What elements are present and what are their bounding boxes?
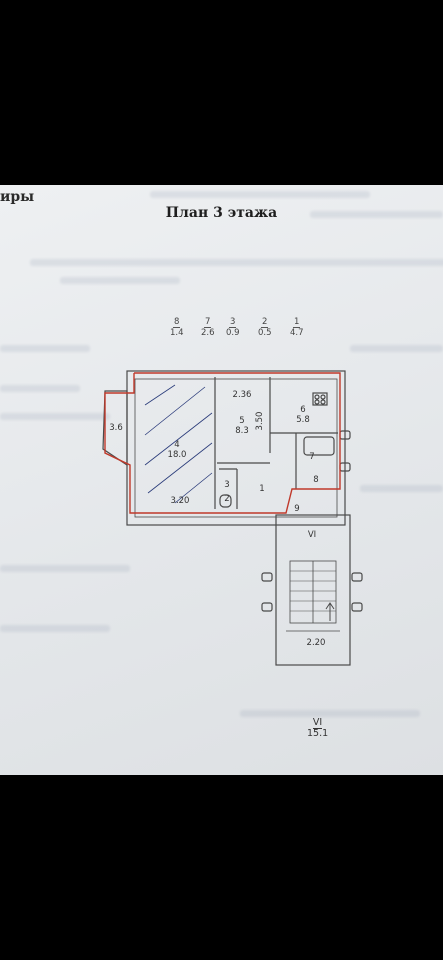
floor-code: VI 15.1: [307, 718, 328, 739]
room-9-number: 9: [294, 504, 299, 514]
legend-room-area: 0.5: [258, 328, 272, 338]
balcony-walls: [102, 390, 128, 467]
room-5-area: 8.3: [235, 426, 249, 436]
room-5-top-dimension: 2.36: [233, 390, 252, 400]
room-2-number: 2: [224, 494, 229, 504]
stairwell-dimension: 2.20: [307, 638, 326, 648]
apartment-boundary: [104, 372, 341, 514]
page-title: План 3 этажа: [165, 205, 278, 221]
legend-room-area: 0.9: [226, 328, 240, 338]
bathtub: [303, 436, 335, 456]
room-1-number: 1: [259, 484, 264, 494]
floor-code-top: VI: [312, 717, 323, 729]
room-3-number: 3: [224, 480, 229, 490]
room-7-number: 7: [309, 452, 314, 462]
legend-room-area: 1.4: [170, 328, 184, 338]
room-8-number: 8: [313, 475, 318, 485]
stairwell-number: VI: [308, 530, 316, 540]
stove-icon: [312, 392, 328, 406]
legend-room-area: 4.7: [290, 328, 304, 338]
floor-plan-drawing: 3.6 4 18.0 3.20 2.36 5 8.3 3.50 6 5.8 7 …: [102, 370, 363, 666]
room-4-area: 18.0: [168, 450, 187, 460]
balcony-area: 3.6: [109, 423, 123, 433]
legend-room-number: 1: [293, 317, 301, 328]
room-6-number: 6: [300, 405, 305, 415]
floor-code-bottom: 15.1: [307, 728, 329, 739]
room-6-area: 5.8: [296, 415, 310, 425]
legend-room-number: 2: [261, 317, 269, 328]
room-5-side-dimension: 3.50: [255, 412, 265, 431]
stairwell: [275, 514, 351, 666]
room-4-number: 4: [174, 440, 179, 450]
legend-room-number: 3: [229, 317, 237, 328]
legend-room-area: 2.6: [201, 328, 215, 338]
room-4-dimension: 3.20: [171, 496, 190, 506]
legend-room-number: 7: [204, 317, 212, 328]
room-5-number: 5: [239, 416, 244, 426]
corner-caption: иры: [0, 189, 35, 205]
toilet: [219, 494, 232, 508]
legend-room-number: 8: [173, 317, 181, 328]
